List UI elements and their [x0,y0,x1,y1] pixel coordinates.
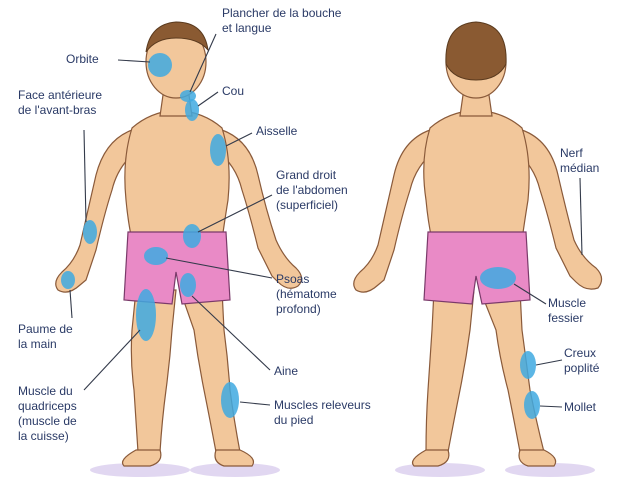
spot-face-anterieure-avant-bras [83,220,97,244]
front-right-foot [215,450,254,466]
label-face-anterieure: Face antérieure de l'avant-bras [18,88,102,118]
label-mollet: Mollet [564,400,596,415]
spot-aisselle [210,134,226,166]
label-nerf-median: Nerf médian [560,146,599,176]
leader-releveurs [240,402,270,405]
label-quadriceps: Muscle du quadriceps (muscle de la cuiss… [18,384,77,444]
label-psoas: Psoas (hématome profond) [276,272,337,317]
spot-fessier [480,267,516,289]
spot-aine [180,273,196,297]
label-aine: Aine [274,364,298,379]
back-right-foot [519,450,556,466]
leader-cou [198,92,218,106]
label-cou: Cou [222,84,244,99]
label-grand-droit: Grand droit de l'abdomen (superficiel) [276,168,348,213]
leader-orbite [118,60,150,62]
front-shorts [124,232,230,304]
leader-creux-poplite [536,360,562,365]
spot-quadriceps [136,289,156,341]
spot-paume-main [61,271,75,289]
spot-cou [185,99,199,121]
back-left-leg [426,290,474,452]
back-left-arm [354,130,436,292]
back-shorts [424,232,530,304]
label-orbite: Orbite [66,52,99,67]
spot-releveurs-pied [221,382,239,418]
label-fessier: Muscle fessier [548,296,586,326]
leader-nerf-median [580,178,582,255]
leader-mollet [540,406,562,407]
label-paume: Paume de la main [18,322,73,352]
spot-psoas [144,247,168,265]
label-creux-poplite: Creux poplité [564,346,599,376]
label-releveurs: Muscles releveurs du pied [274,398,371,428]
front-torso [125,110,229,240]
label-aisselle: Aisselle [256,124,297,139]
back-hair [446,22,506,80]
label-plancher-bouche: Plancher de la bouche et langue [222,6,341,36]
spot-orbite [148,53,172,77]
back-torso [424,110,529,240]
spot-creux-poplite [520,351,536,379]
spot-mollet [524,391,540,419]
leader-avant-bras [84,130,86,222]
front-right-leg [180,290,240,452]
back-left-foot [413,450,449,466]
leader-paume [70,290,72,318]
spot-grand-droit-abdomen [183,224,201,248]
front-left-foot [123,450,161,466]
